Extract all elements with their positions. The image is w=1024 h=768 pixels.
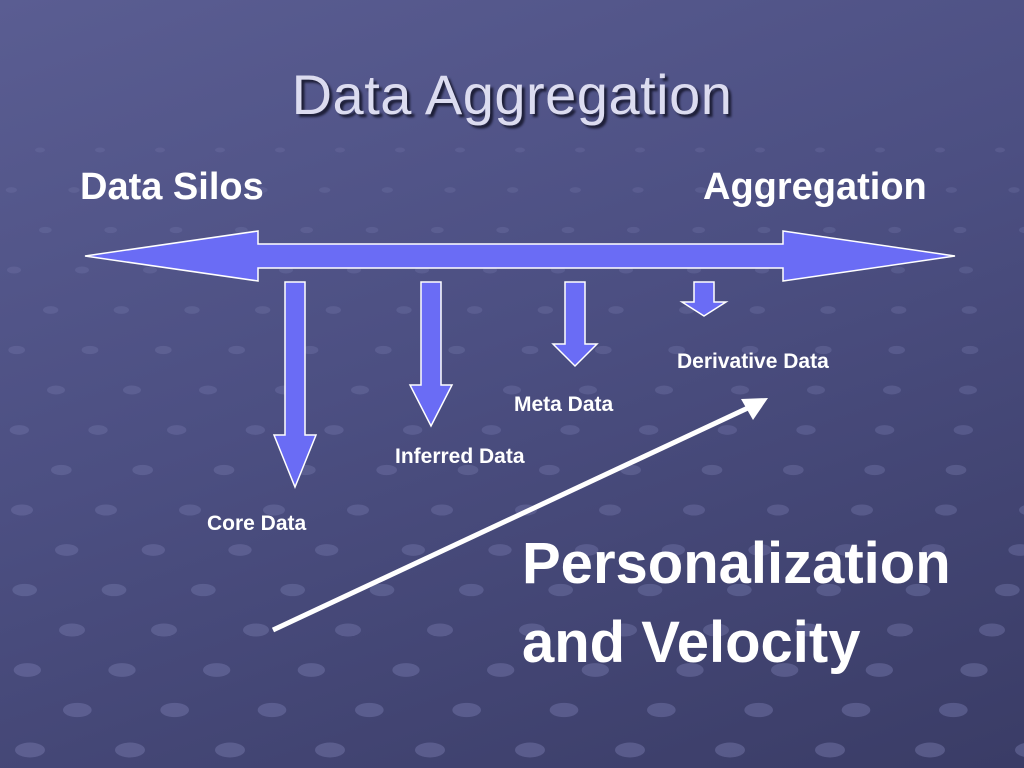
double-arrow: [84, 230, 956, 282]
aggregation-label: Aggregation: [703, 166, 927, 208]
background-dots: [5, 147, 1024, 758]
inferred-data-label: Inferred Data: [395, 445, 525, 468]
derivative-data-arrow: [679, 281, 729, 317]
meta-data-arrow: [551, 281, 599, 368]
trend-arrow-line: [271, 404, 752, 633]
trend-arrow-head: [741, 398, 768, 420]
velocity-text: and Velocity: [522, 610, 861, 675]
meta-data-label: Meta Data: [514, 393, 614, 416]
data-silos-label: Data Silos: [80, 166, 264, 208]
inferred-data-arrow: [408, 281, 454, 428]
core-data-label: Core Data: [207, 512, 307, 535]
personalization-text: Personalization: [522, 531, 951, 596]
slide-title: Data Aggregation: [291, 63, 733, 126]
derivative-data-label: Derivative Data: [677, 350, 829, 373]
core-data-arrow: [272, 281, 318, 490]
